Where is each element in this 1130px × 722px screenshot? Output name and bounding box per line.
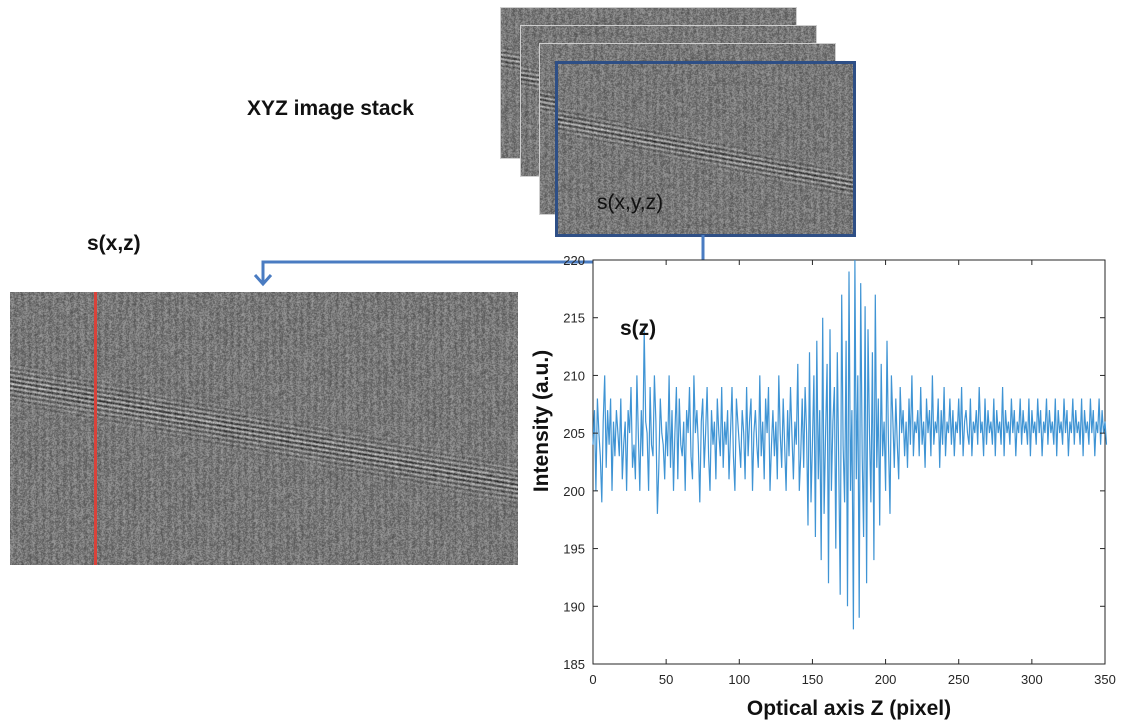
y-tick-label: 210 [563,368,585,383]
stack-title: XYZ image stack [247,97,414,120]
slice-label: s(x,z) [87,232,141,255]
x-tick-label: 300 [1021,672,1043,687]
plot-ticks: 0 50 100 150 200 250 300 350 185 190 195 200 205 210 2… [563,253,1116,687]
x-tick-label: 100 [728,672,750,687]
y-tick-label: 200 [563,484,585,499]
x-tick-label: 250 [948,672,970,687]
profile-label: s(z) [620,317,656,340]
y-tick-label: 215 [563,311,585,326]
y-tick-label: 205 [563,426,585,441]
x-tick-label: 150 [802,672,824,687]
y-tick-label: 220 [563,253,585,268]
x-tick-label: 50 [659,672,673,687]
stack-volume-label: s(x,y,z) [597,191,664,214]
xz-slice-image [10,292,518,565]
y-tick-label: 185 [563,657,585,672]
x-tick-label: 0 [589,672,596,687]
y-axis-label: Intensity (a.u.) [530,350,553,492]
selected-line-marker [94,292,97,565]
connector-line [261,235,705,283]
stack-layer-front-texture [558,64,853,234]
x-tick-label: 200 [875,672,897,687]
stack-layer-front [555,61,856,237]
x-axis-label: Optical axis Z (pixel) [747,697,951,720]
connector-arrowhead [253,274,273,287]
y-tick-label: 195 [563,542,585,557]
y-tick-label: 190 [563,599,585,614]
intensity-plot: 0 50 100 150 200 250 300 350 185 190 195 200 205 210 2… [530,253,1116,720]
x-tick-label: 350 [1094,672,1116,687]
intensity-series-line [592,259,1108,630]
